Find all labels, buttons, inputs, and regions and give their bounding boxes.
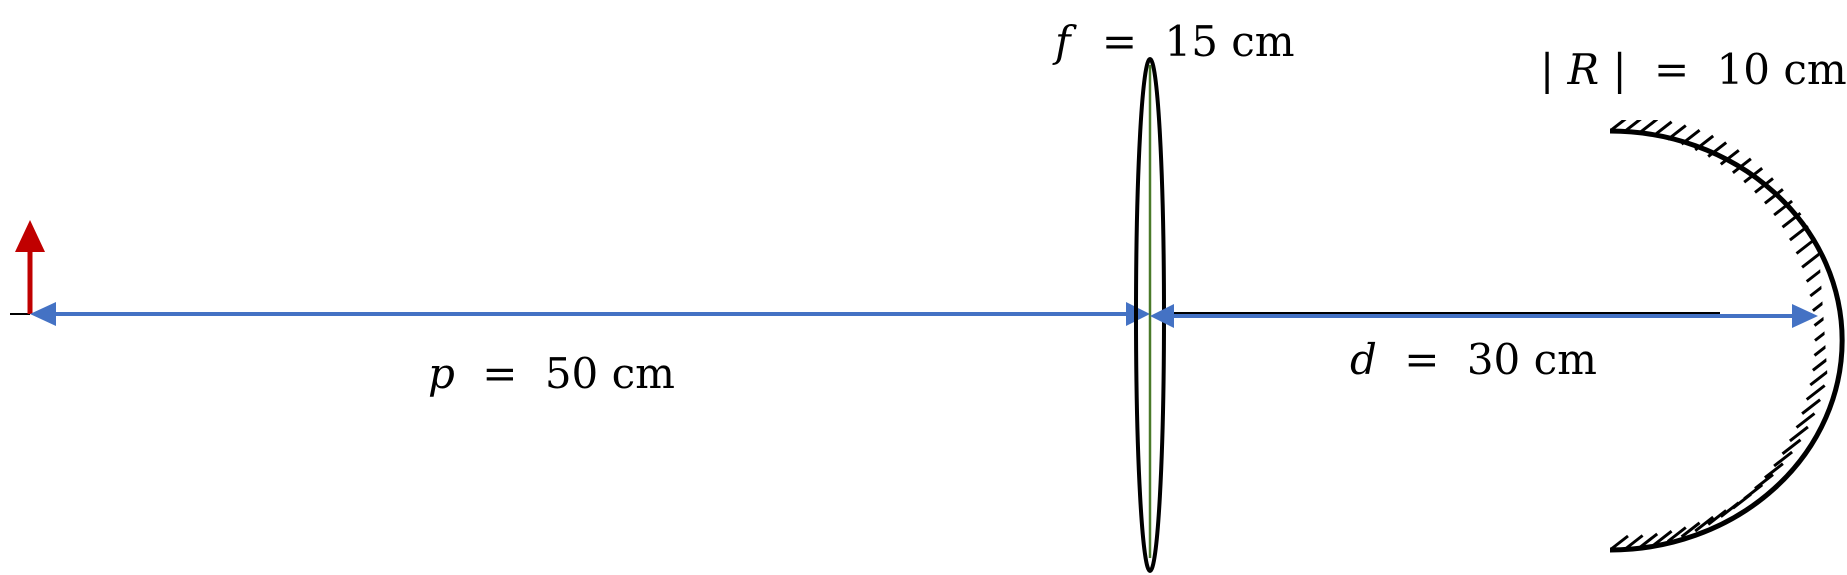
object-distance-label: p = 50 cm (428, 349, 675, 398)
hatch-mark (1795, 238, 1816, 255)
hatch-mark (1805, 384, 1826, 401)
hatch-mark (1763, 188, 1784, 205)
object-distance-arrow (30, 302, 1150, 326)
object-arrow (15, 220, 45, 314)
radius-symbol: R (1567, 45, 1600, 94)
separation-arrowhead-right (1792, 304, 1818, 328)
hatch-mark (1707, 509, 1728, 526)
focal-equals: = (1102, 17, 1137, 66)
mirror-hatching (1610, 120, 1834, 552)
hatch-mark (1719, 501, 1740, 518)
hatch-mark (1666, 526, 1687, 543)
focal-value: 15 cm (1164, 17, 1294, 66)
hatch-mark (1811, 355, 1832, 372)
object-distance-arrowhead-left (30, 302, 56, 326)
object-distance-value: 50 cm (545, 349, 675, 398)
hatch-mark (1813, 340, 1834, 357)
object-distance-equals: = (482, 349, 517, 398)
hatch-mark (1652, 530, 1673, 547)
hatch-mark (1788, 425, 1809, 443)
hatch-mark (1694, 515, 1715, 533)
separation-symbol: d (1350, 335, 1377, 384)
separation-label: d = 30 cm (1350, 335, 1597, 384)
hatch-mark (1801, 398, 1822, 415)
hatch-mark (1680, 521, 1701, 538)
hatch-mark (1814, 325, 1834, 342)
mirror-surface (1609, 128, 1845, 553)
separation-arrowhead-left (1150, 304, 1174, 328)
radius-bar-open: | (1540, 45, 1554, 94)
concave-mirror (1609, 120, 1845, 553)
focal-symbol: f (1052, 17, 1077, 66)
object-arrow-head (15, 220, 45, 252)
separation-value: 30 cm (1467, 335, 1597, 384)
hatch-mark (1763, 462, 1784, 479)
hatch-mark (1811, 295, 1832, 312)
radius-label: | R | = 10 cm (1540, 45, 1847, 94)
hatch-mark (1781, 438, 1802, 455)
hatch-mark (1719, 149, 1740, 166)
radius-equals: = (1654, 45, 1689, 94)
hatch-mark (1773, 450, 1794, 468)
hatch-mark (1795, 412, 1816, 429)
object-distance-symbol: p (428, 349, 455, 398)
hatch-mark (1809, 369, 1830, 387)
hatch-mark (1805, 266, 1826, 283)
focal-length-label: f = 15 cm (1052, 17, 1295, 66)
hatch-mark (1809, 280, 1830, 298)
hatch-mark (1801, 252, 1822, 269)
radius-value: 10 cm (1717, 45, 1847, 94)
hatch-mark (1773, 199, 1794, 217)
separation-arrow (1150, 304, 1818, 328)
separation-equals: = (1404, 335, 1439, 384)
radius-bar-close: | (1613, 45, 1627, 94)
hatch-mark (1813, 310, 1834, 327)
